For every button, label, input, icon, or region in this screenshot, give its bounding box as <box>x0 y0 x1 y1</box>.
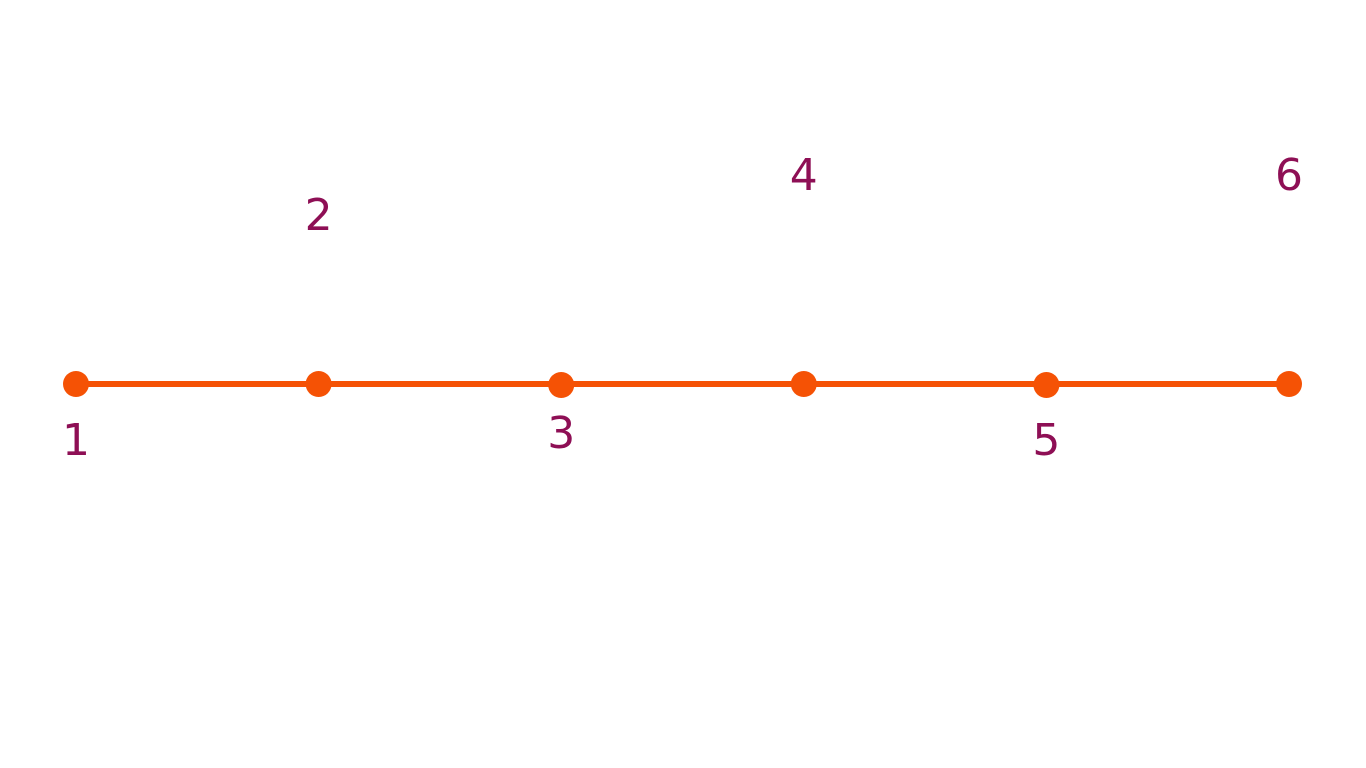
timeline-label-4: 4 <box>790 150 818 201</box>
timeline-points: 1 2 3 4 5 6 <box>62 150 1303 466</box>
timeline-dot-3 <box>548 372 575 398</box>
timeline-dot-5 <box>1033 372 1060 398</box>
timeline-label-6: 6 <box>1275 150 1303 201</box>
timeline-label-1: 1 <box>62 415 90 466</box>
timeline-label-3: 3 <box>547 408 575 459</box>
timeline-dot-1 <box>63 371 89 397</box>
timeline-dot-4 <box>790 371 817 397</box>
timeline-label-5: 5 <box>1032 415 1060 466</box>
timeline-dot-6 <box>1276 371 1302 397</box>
timeline-label-2: 2 <box>305 190 333 241</box>
timeline-dot-2 <box>305 371 332 397</box>
